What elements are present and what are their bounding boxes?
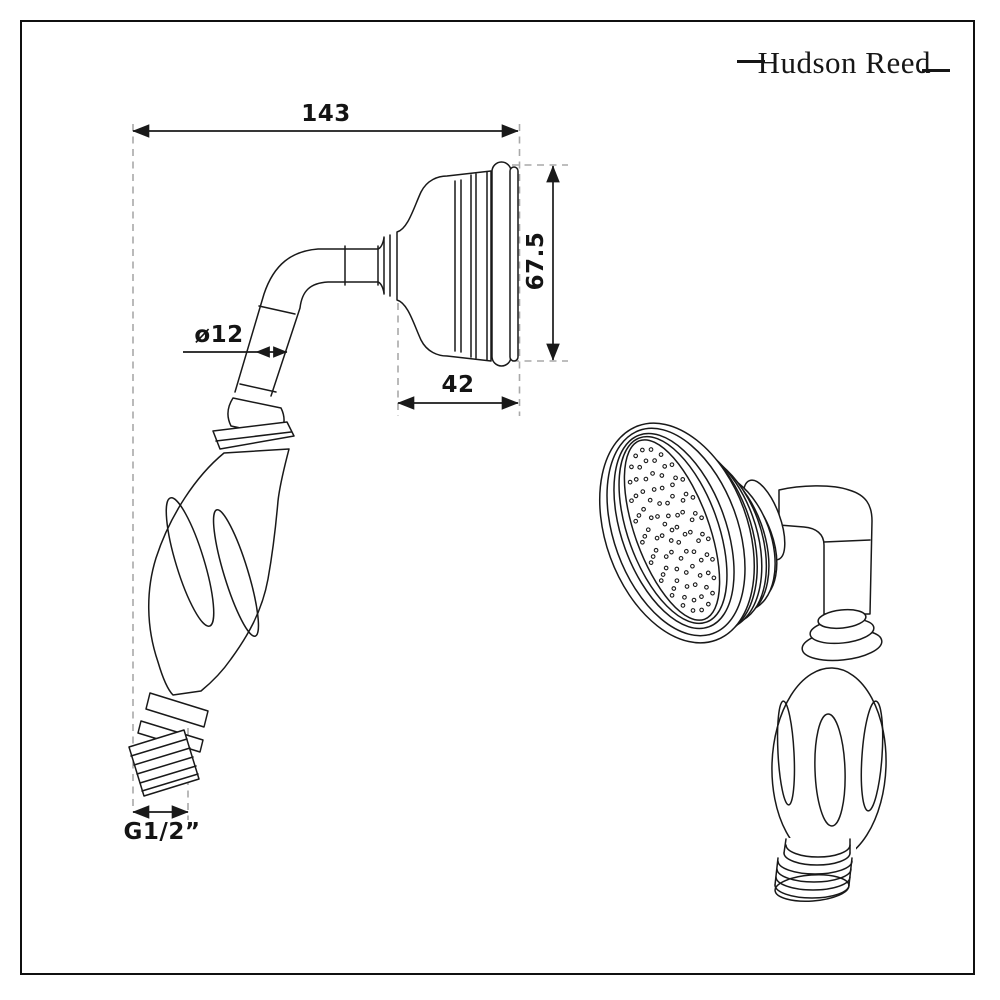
brand-logo-text: Hudson Reed	[757, 45, 931, 80]
handle-cutout	[776, 700, 796, 806]
perspective-view-drawing	[598, 422, 887, 902]
handle-side	[147, 448, 290, 696]
neck-tube-perspective	[778, 485, 873, 615]
handle-perspective	[771, 667, 887, 863]
dim-label-head-depth: 42	[441, 372, 475, 398]
shower-head-face-side	[491, 161, 512, 367]
thread-connector-perspective	[774, 874, 850, 902]
dim-label-head-height: 67.5	[523, 231, 549, 291]
dim-label-overall-length: 143	[301, 101, 351, 127]
dim-label-neck-diameter: ø12	[194, 322, 244, 348]
handle-cutout	[814, 713, 846, 827]
side-view-drawing	[128, 161, 519, 797]
extension-lines	[132, 124, 568, 820]
logo-right-rule	[922, 69, 950, 72]
logo-left-rule	[736, 60, 765, 63]
handle-cutout	[860, 700, 884, 812]
handle-cutout	[165, 497, 215, 627]
brand-logo: Hudson Reed	[736, 45, 950, 80]
shower-head-bell-side	[396, 170, 492, 362]
page-border-frame	[20, 20, 975, 975]
spray-holes	[627, 447, 717, 613]
dimension-lines	[132, 124, 560, 819]
handle-cutout	[212, 509, 260, 637]
dim-label-thread-size: G1/2”	[123, 819, 201, 845]
